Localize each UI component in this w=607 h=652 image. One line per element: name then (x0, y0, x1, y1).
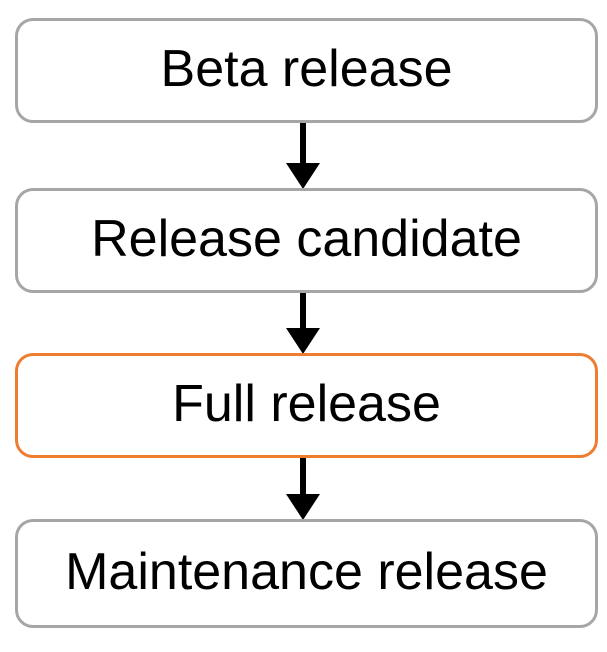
arrow-shaft (300, 458, 306, 498)
flow-node-label: Release candidate (91, 209, 522, 268)
flow-node-label: Beta release (160, 39, 453, 98)
down-arrow-connector (285, 123, 321, 189)
arrow-head-icon (286, 494, 320, 520)
flow-node-label: Full release (172, 374, 441, 433)
flow-node-beta-release: Beta release (15, 18, 598, 123)
flow-node-label: Maintenance release (65, 542, 548, 601)
arrow-head-icon (286, 328, 320, 354)
arrow-shaft (300, 123, 306, 167)
arrow-shaft (300, 293, 306, 332)
down-arrow-connector (285, 293, 321, 354)
down-arrow-connector (285, 458, 321, 520)
flow-node-release-candidate: Release candidate (15, 188, 598, 293)
flow-node-maintenance-release: Maintenance release (15, 519, 598, 628)
flow-node-full-release: Full release (15, 353, 598, 458)
arrow-head-icon (286, 163, 320, 189)
